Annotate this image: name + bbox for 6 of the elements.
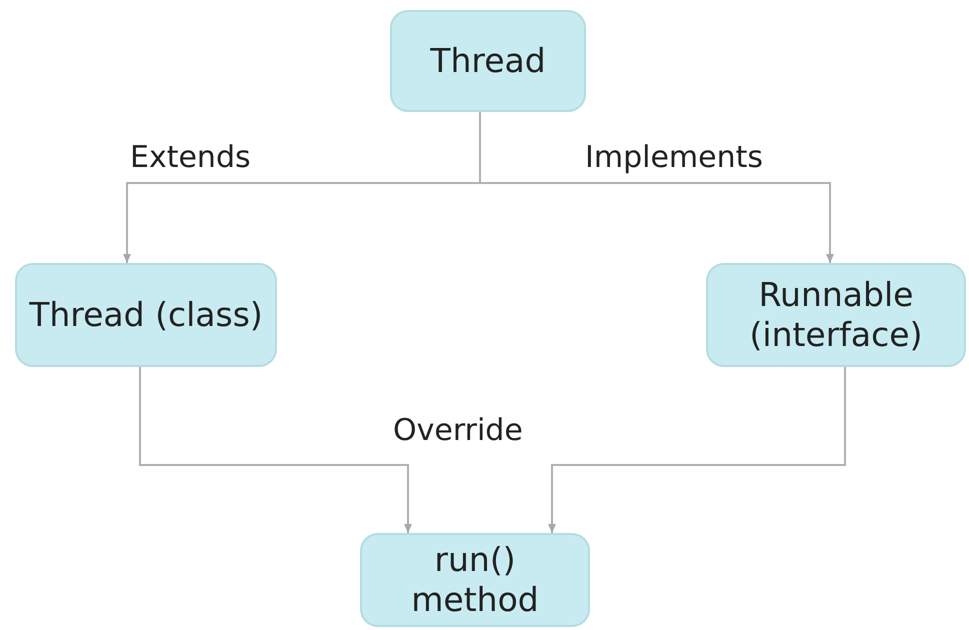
process-box: Thread (class) [15,263,277,367]
process-box: run() method [360,533,590,627]
process-box: Thread [390,10,586,112]
arrow [548,367,846,533]
process-box: Runnable (interface) [706,263,966,367]
arrow [139,367,412,533]
